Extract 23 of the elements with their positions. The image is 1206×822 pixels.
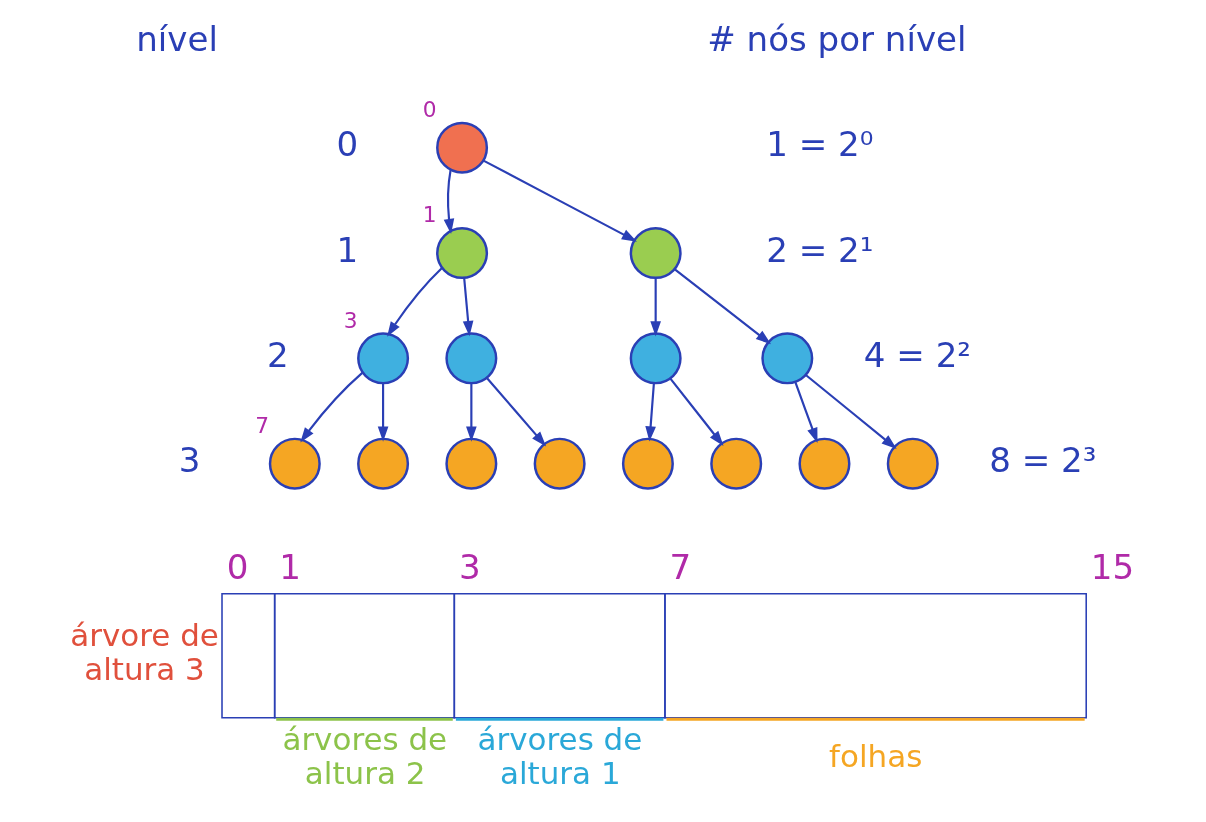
label: nível	[136, 19, 218, 60]
label: árvores de altura 2	[282, 721, 448, 792]
label: 4 = 2²	[863, 335, 971, 376]
node-label: 3	[343, 307, 358, 333]
label: folhas	[829, 738, 923, 775]
node-label: 7	[255, 412, 270, 438]
label: # nós por nível	[707, 19, 967, 60]
label: árvores de altura 1	[477, 721, 643, 792]
label: 2 = 2¹	[766, 229, 874, 270]
label: 3	[178, 440, 201, 481]
label: 1	[336, 229, 359, 270]
label: 2	[266, 335, 289, 376]
label: 15	[1090, 547, 1135, 588]
label: 0	[336, 124, 359, 165]
label: 1	[279, 547, 301, 588]
label: 7	[669, 547, 692, 588]
label: 1 = 2⁰	[766, 124, 874, 165]
label: 3	[458, 547, 481, 588]
label: árvore de altura 3	[70, 617, 219, 688]
node-label: 0	[422, 97, 437, 123]
label: 0	[226, 547, 249, 588]
label: 8 = 2³	[989, 440, 1097, 481]
node-label: 1	[422, 202, 437, 228]
